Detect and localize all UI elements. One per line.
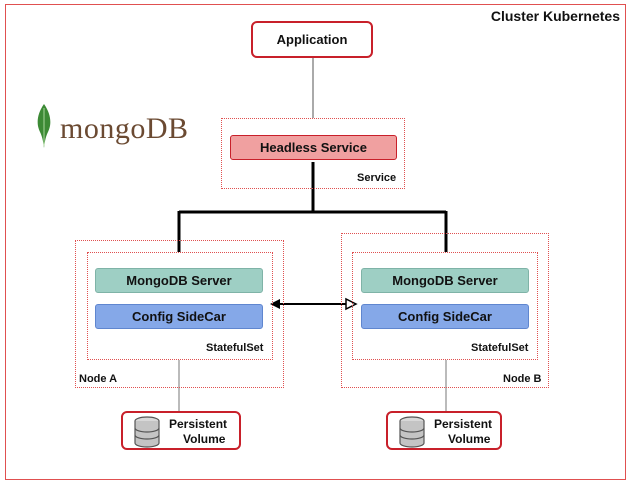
mongodb-logo: mongoDB: [34, 102, 194, 150]
statefulset-b-label: StatefulSet: [471, 342, 529, 354]
config-sidecar-a-box: Config SideCar: [95, 304, 263, 329]
statefulset-a-label: StatefulSet: [206, 342, 264, 354]
database-cylinder-icon: [399, 416, 425, 448]
statefulset-b-frame: [352, 252, 538, 360]
application-box: Application: [251, 21, 373, 58]
node-a-label: Node A: [79, 373, 118, 385]
persistent-volume-b-line2: Volume: [448, 432, 491, 446]
service-group-label: Service: [357, 172, 397, 184]
node-b-frame: [341, 233, 549, 388]
statefulset-a-frame: [87, 252, 273, 360]
cluster-frame: [5, 4, 626, 480]
mongodb-leaf-icon: [37, 104, 51, 148]
database-cylinder-icon: [134, 416, 160, 448]
service-group: [221, 118, 405, 189]
persistent-volume-a-box: Persistent Volume: [121, 411, 241, 450]
replication-arrow-right-head: [345, 297, 358, 311]
application-label: Application: [276, 32, 348, 47]
mongodb-server-a-box: MongoDB Server: [95, 268, 263, 293]
headless-service-box: Headless Service: [230, 135, 397, 160]
persistent-volume-a-line2: Volume: [183, 432, 226, 446]
replication-arrow-left-head: [270, 299, 280, 309]
persistent-volume-a-line1: Persistent: [169, 417, 228, 431]
node-a-frame: [75, 240, 284, 388]
node-b-label: Node B: [503, 373, 542, 385]
persistent-volume-b-line1: Persistent: [434, 417, 493, 431]
persistent-volume-b-box: Persistent Volume: [386, 411, 502, 450]
mongodb-server-b-box: MongoDB Server: [361, 268, 529, 293]
cluster-title: Cluster Kubernetes: [490, 8, 620, 24]
mongodb-wordmark: mongoDB: [60, 112, 189, 145]
config-sidecar-b-box: Config SideCar: [361, 304, 529, 329]
